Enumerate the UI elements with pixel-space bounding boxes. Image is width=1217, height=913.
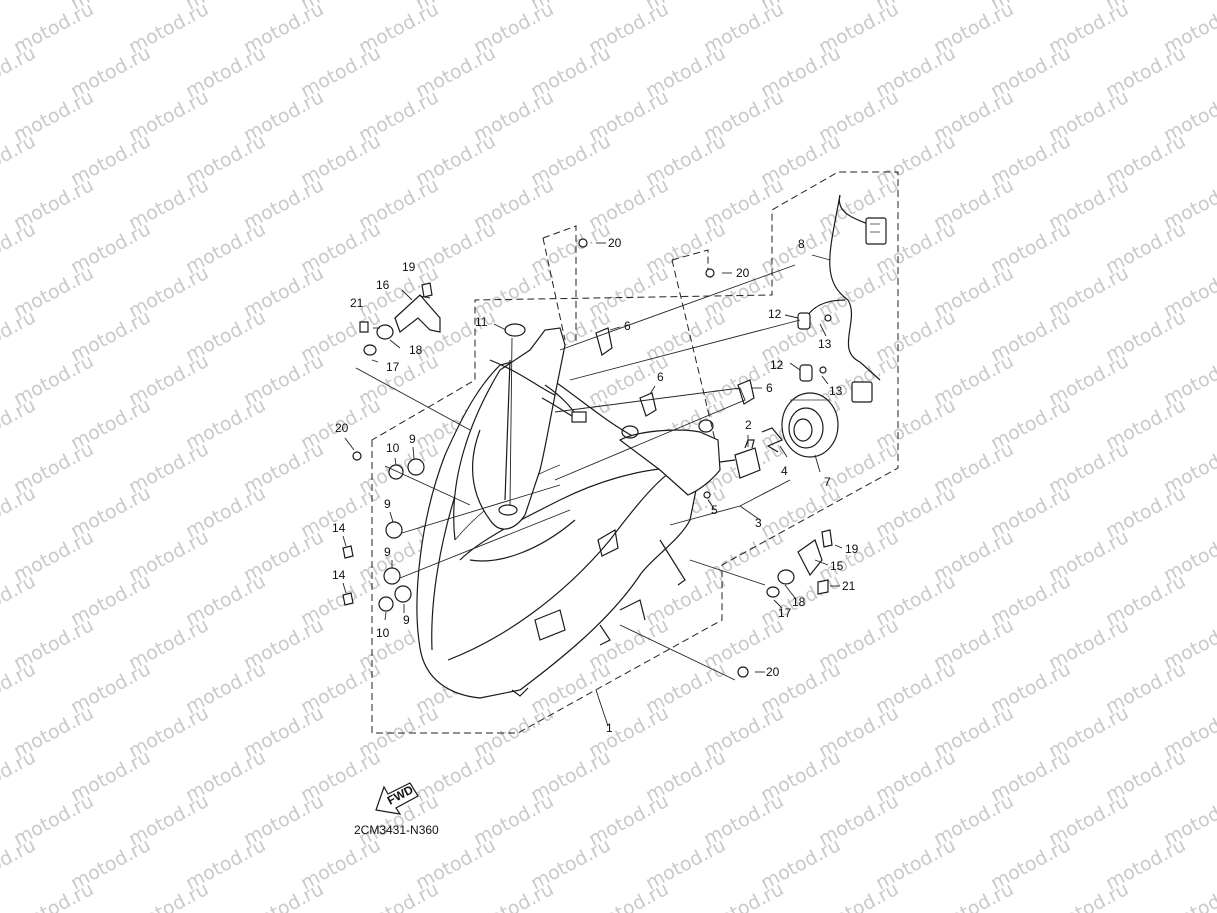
- callout-9-top: 9: [409, 432, 416, 446]
- clip-nut-2: [639, 392, 657, 417]
- watermark-text: motod.ru: [585, 878, 672, 913]
- callout-6-upper: 6: [624, 319, 631, 333]
- screw-20b: [705, 268, 715, 278]
- callout-20-upper-right: 20: [736, 266, 750, 280]
- wire-clamp-upper: [797, 312, 811, 330]
- watermark-text: motod.ru: [0, 394, 39, 454]
- screw-20d: [737, 666, 749, 678]
- wire-clamp-lower: [799, 364, 813, 382]
- callout-20-bottom: 20: [766, 665, 780, 679]
- watermark-text: motod.ru: [0, 0, 39, 14]
- watermark-text: motod.ru: [0, 306, 39, 366]
- callout-19-left: 19: [402, 260, 416, 274]
- watermark-text: motod.ru: [0, 570, 39, 630]
- callout-4: 4: [781, 464, 788, 478]
- clip-nut-1: [595, 327, 613, 356]
- callout-6-middle: 6: [657, 370, 664, 384]
- leader-lines: [342, 242, 843, 727]
- screw-13a: [824, 314, 832, 322]
- watermark-text: motod.ru: [470, 878, 557, 913]
- callout-14-lower: 14: [332, 568, 346, 582]
- bulb-retaining-spring: [761, 427, 783, 453]
- diagram-code: 2CM3431-N360: [354, 823, 439, 837]
- callout-16: 16: [376, 278, 390, 292]
- screw-13b: [819, 366, 827, 374]
- bolt-lower: [342, 592, 354, 606]
- watermark-text: motod.ru: [125, 878, 212, 913]
- clip-nut-3: [737, 379, 755, 405]
- harness-connector: [571, 411, 587, 423]
- callout-12-upper: 12: [768, 307, 782, 321]
- callout-15: 15: [830, 559, 844, 573]
- watermark-text: motod.ru: [10, 878, 97, 913]
- bulb-socket-area: [618, 419, 761, 496]
- watermark-text: motod.ru: [930, 878, 1017, 913]
- watermark-text: motod.ru: [0, 658, 39, 718]
- callout-21-right: 21: [842, 579, 856, 593]
- callout-1: 1: [606, 721, 613, 735]
- callout-17-left: 17: [386, 360, 400, 374]
- right-side-bracket: [766, 529, 833, 598]
- dust-cover: [781, 392, 839, 458]
- callout-13-lower: 13: [829, 384, 843, 398]
- callout-9-second: 9: [384, 497, 391, 511]
- watermark-text: motod.ru: [0, 42, 39, 102]
- watermark-text: motod.ru: [815, 878, 902, 913]
- grommet-and-collar-set: [378, 458, 425, 612]
- callout-14-upper: 14: [332, 521, 346, 535]
- callout-21-left: 21: [350, 296, 364, 310]
- callout-6-right: 6: [766, 381, 773, 395]
- callout-10-upper: 10: [386, 441, 400, 455]
- screw-20a: [578, 238, 588, 248]
- callout-9-third: 9: [384, 545, 391, 559]
- watermark-text: motod.ru: [240, 878, 327, 913]
- callout-12-lower: 12: [770, 358, 784, 372]
- callout-5: 5: [711, 503, 718, 517]
- callout-9-bottom: 9: [403, 613, 410, 627]
- callout-10-lower: 10: [376, 626, 390, 640]
- watermark-text: motod.ru: [0, 834, 39, 894]
- left-side-bracket: [359, 282, 441, 356]
- callout-3: 3: [755, 516, 762, 530]
- watermark-text: motod.ru: [0, 746, 39, 806]
- watermark-text: motod.ru: [0, 218, 39, 278]
- grommet: [504, 323, 526, 337]
- screw-20c: [352, 451, 362, 461]
- callout-8: 8: [798, 237, 805, 251]
- watermark-text: motod.ru: [700, 878, 787, 913]
- watermark-text: motod.ru: [1045, 878, 1132, 913]
- callout-11: 11: [475, 315, 488, 329]
- assembly-boundaries: [371, 171, 899, 734]
- watermark-text: motod.ru: [355, 878, 442, 913]
- callout-13-upper: 13: [818, 337, 832, 351]
- callout-20-left: 20: [335, 421, 349, 435]
- callout-7: 7: [824, 475, 831, 489]
- callout-19-right: 19: [845, 542, 859, 556]
- watermark-text: motod.ru: [0, 482, 39, 542]
- callout-20-top: 20: [608, 236, 622, 250]
- callout-labels: 1 2 3 4 5 6 6 6 7 8 9 9 9 9 10 10 11 12 …: [332, 236, 859, 735]
- callout-18-right: 18: [792, 595, 806, 609]
- screw-5: [703, 491, 711, 499]
- watermark-text: motod.ru: [1160, 878, 1217, 913]
- sub-lead-wire-harness: [804, 194, 887, 403]
- callout-18-left: 18: [409, 343, 423, 357]
- watermark-text: motod.ru: [0, 130, 39, 190]
- bolt-upper: [342, 545, 354, 559]
- callout-2: 2: [745, 418, 752, 432]
- callout-17-right: 17: [778, 606, 792, 620]
